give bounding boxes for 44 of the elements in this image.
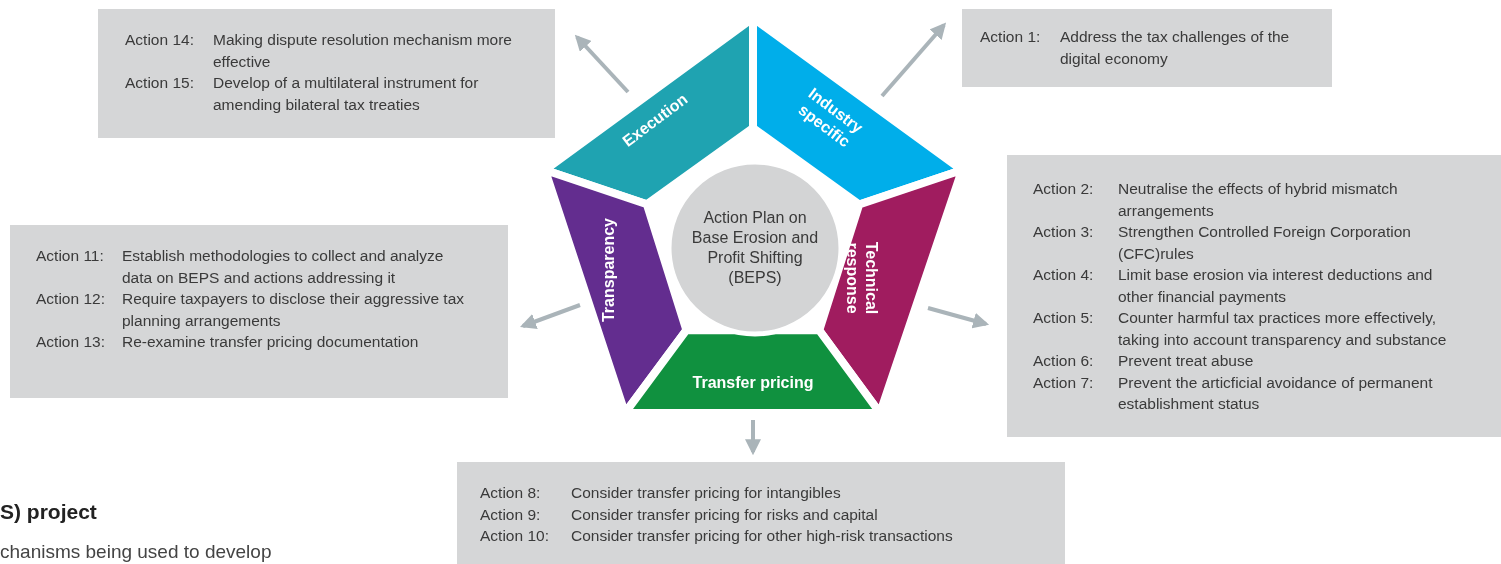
action-description: Prevent the articficial avoidance of permanent establishment status [1118,372,1434,414]
arrow [574,34,630,94]
segment-label: Transparency [598,217,618,323]
action-number: Action 11: [36,246,105,266]
action-number: Action 5: [1033,308,1095,328]
action-number: Action 12: [36,289,106,309]
arrow [880,22,947,98]
action-number: Action 3: [1033,222,1095,242]
action-list-box [98,9,555,138]
action-description: Neutralise the effects of hybrid mismatch arrangements [1118,179,1399,221]
action-number: Action 10: [480,526,550,546]
action-description: Re-examine transfer pricing documentation [122,332,420,352]
action-description: Consider transfer pricing for intangibles [571,483,842,503]
action-number: Action 9: [480,504,542,525]
action-description: Prevent treat abuse [1118,351,1255,371]
action-description: Counter harmful tax practices more effectively, taking into account transparency and substance [1118,308,1448,350]
action-description: Address the tax challenges of the digital economy [1060,27,1291,69]
action-number: Action 6: [1033,351,1095,371]
section-heading: S) project [0,500,97,524]
action-number: Action 7: [1033,372,1095,393]
action-description: Establish methodologies to collect and analyze data on BEPS and actions addressing it [122,246,445,288]
action-list-box [457,462,1065,564]
arrow [520,303,581,330]
action-number: Action 13: [36,332,106,352]
arrow [927,306,990,329]
body-text: chanisms being used to develop [0,541,272,563]
action-number: Action 8: [480,483,542,503]
action-description: Making dispute resolution mechanism more effective [213,30,513,72]
action-list-box [1007,155,1501,437]
action-description: Consider transfer pricing for other high-risk transactions [571,526,954,546]
action-description: Develop of a multilateral instrument for amending bilateral tax treaties [213,73,480,115]
action-list-box [10,225,508,398]
action-list-box [962,9,1332,87]
action-number: Action 1: [980,27,1042,47]
action-number: Action 14: [125,30,195,50]
action-number: Action 4: [1033,265,1095,285]
action-description: Consider transfer pricing for risks and capital [571,504,879,525]
arrow [745,420,761,456]
action-description: Require taxpayers to disclose their aggressive tax planning arrangements [122,289,466,331]
action-description: Limit base erosion via interest deductions and other financial payments [1118,265,1434,307]
action-number: Action 15: [125,73,195,93]
segment-label: Transfer pricing [692,372,814,392]
action-number: Action 2: [1033,179,1095,199]
action-description: Strengthen Controlled Foreign Corporation (CFC)rules [1118,222,1412,264]
